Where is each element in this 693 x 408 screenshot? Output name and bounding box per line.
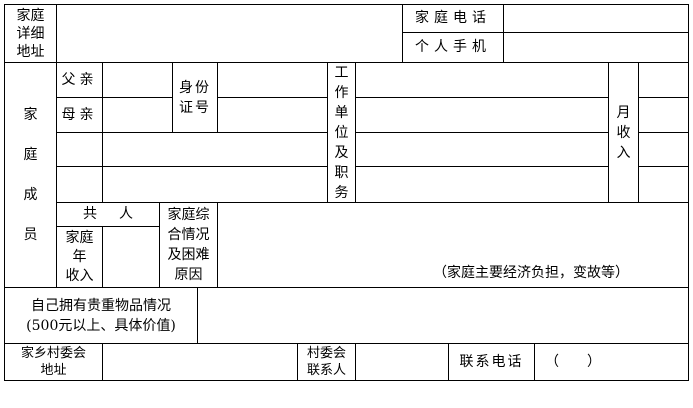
family-address-label: 家庭 详细 地址 xyxy=(5,5,56,62)
work-unit-cell-2[interactable] xyxy=(356,98,608,132)
family-info-form-table: 家庭 详细 地址 家庭电话 个人手机 家 庭 成 员 父亲 身份 证号 母亲 工… xyxy=(4,4,689,381)
personal-mobile-value[interactable] xyxy=(504,33,688,62)
annual-income-label: 家庭 年 收入 xyxy=(57,227,102,287)
mother-id-cell[interactable] xyxy=(218,98,327,132)
father-label: 父亲 xyxy=(57,63,102,97)
economic-burden-note: （家庭主要经济负担，变故等） xyxy=(433,265,629,281)
member3-label-cell[interactable] xyxy=(57,133,102,166)
village-address-value[interactable] xyxy=(103,344,297,380)
village-contact-label: 村委会 联系人 xyxy=(298,344,355,380)
father-name-cell[interactable] xyxy=(103,63,172,97)
work-unit-cell-4[interactable] xyxy=(356,167,608,202)
total-people-cell[interactable]: 共 人 xyxy=(57,203,159,226)
member3-value-cell[interactable] xyxy=(103,133,327,166)
work-unit-cell-1[interactable] xyxy=(356,63,608,97)
contact-phone-label: 联系电话 xyxy=(449,344,534,380)
home-phone-value[interactable] xyxy=(504,5,688,32)
family-situation-cell[interactable]: （家庭主要经济负担，变故等） xyxy=(218,203,688,287)
village-contact-value[interactable] xyxy=(356,344,448,380)
annual-income-value[interactable] xyxy=(103,227,159,287)
monthly-income-cell-3[interactable] xyxy=(639,133,688,166)
family-address-value[interactable] xyxy=(57,5,402,62)
member4-value-cell[interactable] xyxy=(103,167,327,202)
work-unit-cell-3[interactable] xyxy=(356,133,608,166)
work-unit-label: 工 作 单 位 及 职 务 xyxy=(328,63,355,202)
monthly-income-cell-2[interactable] xyxy=(639,98,688,132)
personal-mobile-label: 个人手机 xyxy=(403,33,503,62)
family-situation-label: 家庭综 合情况 及困难 原因 xyxy=(160,203,217,287)
member4-label-cell[interactable] xyxy=(57,167,102,202)
father-id-cell[interactable] xyxy=(218,63,327,97)
valuables-label: 自己拥有贵重物品情况 (500元以上、具体价值) xyxy=(5,288,197,343)
mother-label: 母亲 xyxy=(57,98,102,132)
family-members-label: 家 庭 成 员 xyxy=(5,63,56,287)
monthly-income-cell-1[interactable] xyxy=(639,63,688,97)
contact-phone-value[interactable]: （ ） xyxy=(535,344,688,380)
monthly-income-label: 月 收 入 xyxy=(609,63,638,202)
total-people-suffix: 人 xyxy=(119,206,133,222)
home-phone-label: 家庭电话 xyxy=(403,5,503,32)
valuables-value[interactable] xyxy=(198,288,688,343)
mother-name-cell[interactable] xyxy=(103,98,172,132)
total-people-prefix: 共 xyxy=(83,206,97,222)
monthly-income-cell-4[interactable] xyxy=(639,167,688,202)
village-address-label: 家乡村委会 地址 xyxy=(5,344,102,380)
id-number-label: 身份 证号 xyxy=(173,63,217,132)
